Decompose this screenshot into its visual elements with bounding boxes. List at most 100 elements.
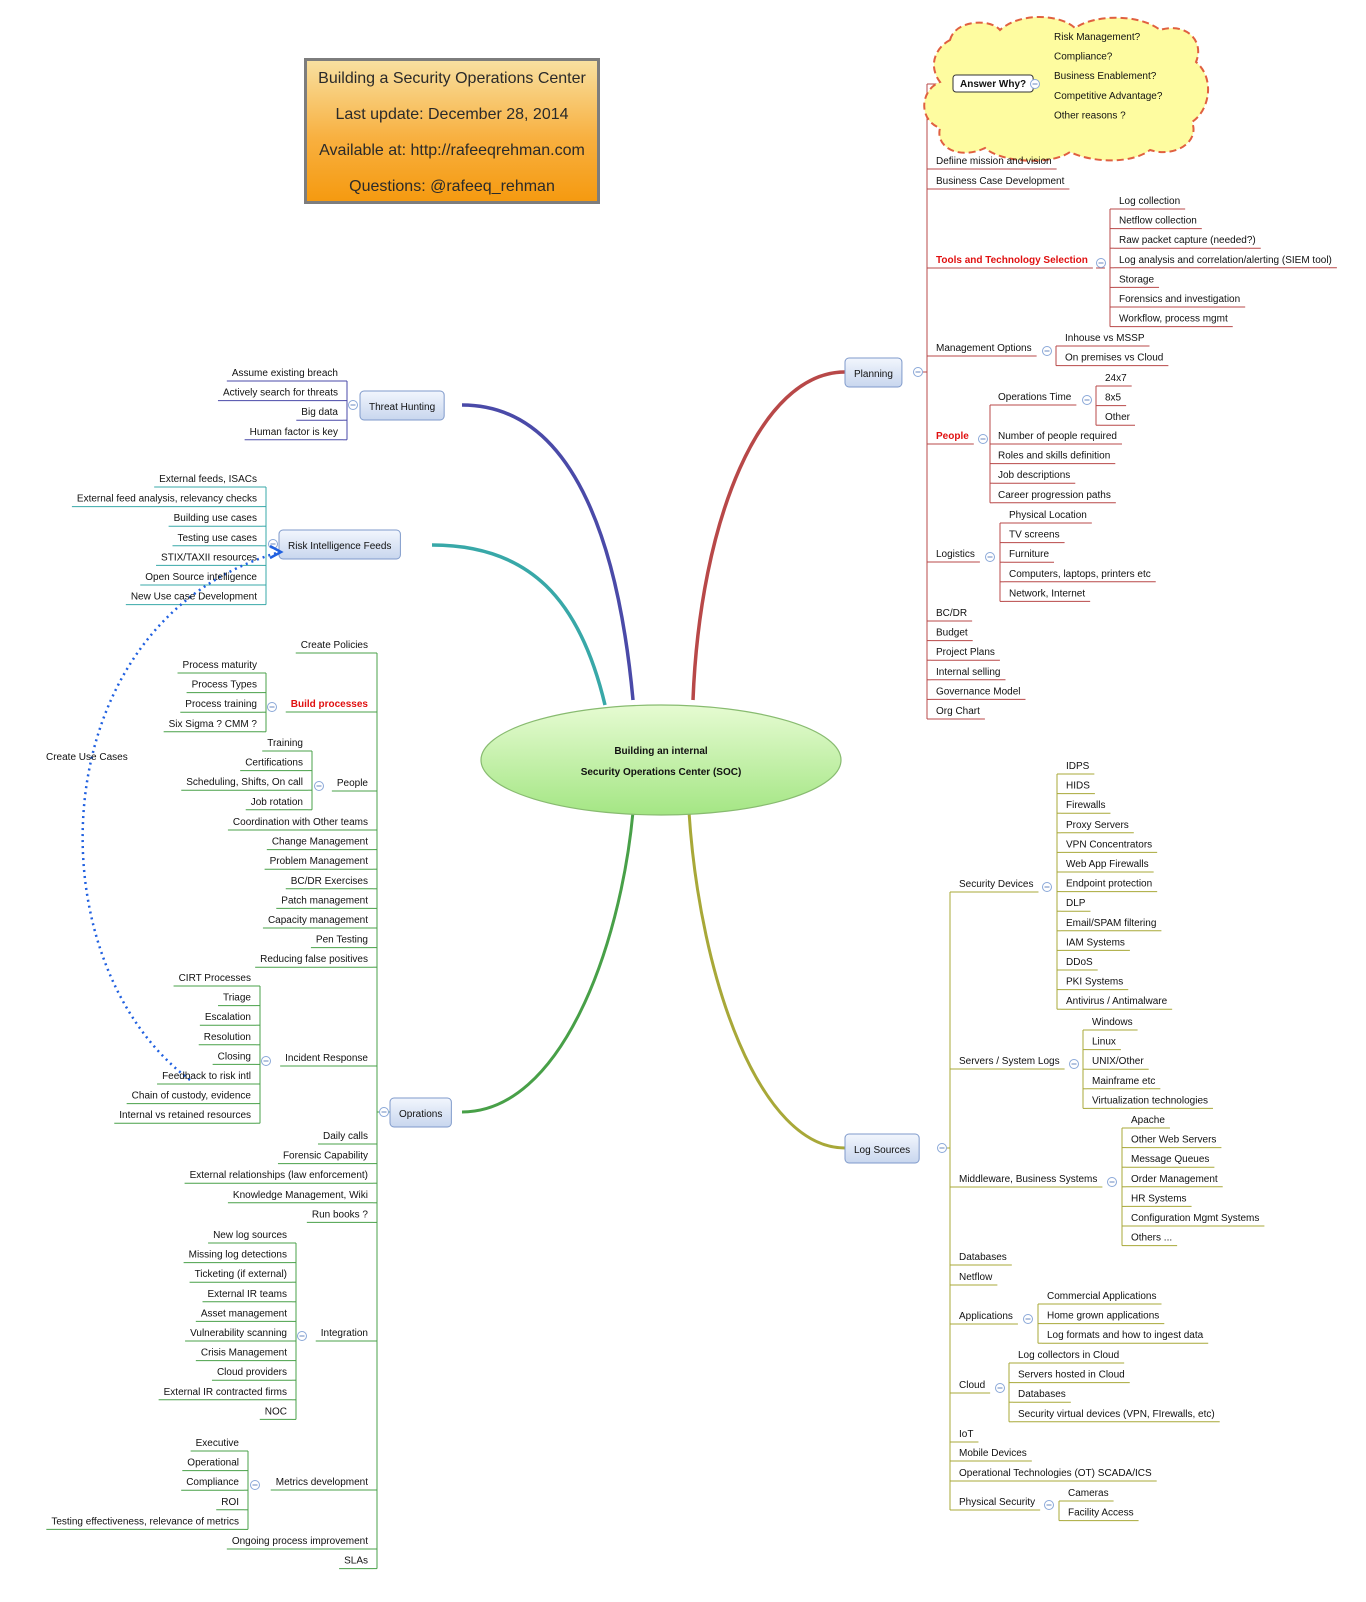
node-resolution[interactable]: Resolution bbox=[204, 1032, 251, 1043]
node-coordination-with-other-teams[interactable]: Coordination with Other teams bbox=[233, 817, 368, 828]
node-problem-management[interactable]: Problem Management bbox=[270, 856, 369, 867]
node-idps[interactable]: IDPS bbox=[1066, 761, 1090, 772]
node-compliance[interactable]: Compliance bbox=[186, 1477, 239, 1488]
node-applications[interactable]: Applications bbox=[959, 1311, 1013, 1322]
node-job-descriptions[interactable]: Job descriptions bbox=[998, 470, 1070, 481]
node-certifications[interactable]: Certifications bbox=[245, 758, 303, 769]
node-windows[interactable]: Windows bbox=[1092, 1017, 1133, 1028]
node-competitive-advantage[interactable]: Competitive Advantage? bbox=[1054, 91, 1163, 102]
node-human-factor-is-key[interactable]: Human factor is key bbox=[250, 427, 338, 438]
node-web-app-firewalls[interactable]: Web App Firewalls bbox=[1066, 859, 1149, 870]
node-unix-other[interactable]: UNIX/Other bbox=[1092, 1056, 1144, 1067]
node-log-collectors-in-cloud[interactable]: Log collectors in Cloud bbox=[1018, 1350, 1119, 1361]
node-change-management[interactable]: Change Management bbox=[272, 837, 368, 848]
node-databases[interactable]: Databases bbox=[959, 1252, 1007, 1263]
topic-risk-intel[interactable] bbox=[278, 529, 401, 560]
node-facility-access[interactable]: Facility Access bbox=[1068, 1508, 1134, 1519]
node-log-collection[interactable]: Log collection bbox=[1119, 196, 1180, 207]
node-process-training[interactable]: Process training bbox=[185, 699, 257, 710]
node-triage[interactable]: Triage bbox=[223, 993, 251, 1004]
node-building-use-cases[interactable]: Building use cases bbox=[174, 513, 257, 524]
node-linux[interactable]: Linux bbox=[1092, 1037, 1116, 1048]
node-process-maturity[interactable]: Process maturity bbox=[183, 660, 257, 671]
node-new-use-case-development[interactable]: New Use case Development bbox=[131, 592, 257, 603]
node-cameras[interactable]: Cameras bbox=[1068, 1488, 1109, 1499]
node-internal-vs-retained-resources[interactable]: Internal vs retained resources bbox=[119, 1110, 251, 1121]
node-endpoint-protection[interactable]: Endpoint protection bbox=[1066, 879, 1152, 890]
node-operations-time[interactable]: Operations Time bbox=[998, 392, 1072, 403]
node-metrics-development[interactable]: Metrics development bbox=[276, 1477, 368, 1488]
node-new-log-sources[interactable]: New log sources bbox=[213, 1230, 287, 1241]
node-patch-management[interactable]: Patch management bbox=[281, 895, 368, 906]
node-firewalls[interactable]: Firewalls bbox=[1066, 800, 1105, 811]
node-email-spam-filtering[interactable]: Email/SPAM filtering bbox=[1066, 918, 1156, 929]
node-commercial-applications[interactable]: Commercial Applications bbox=[1047, 1291, 1157, 1302]
node-daily-calls[interactable]: Daily calls bbox=[323, 1131, 368, 1142]
node-roi[interactable]: ROI bbox=[221, 1497, 239, 1508]
node-number-of-people-required[interactable]: Number of people required bbox=[998, 431, 1117, 442]
node-open-source-intelligence[interactable]: Open Source intelligence bbox=[145, 572, 257, 583]
node-compliance[interactable]: Compliance? bbox=[1054, 52, 1113, 63]
node-internal-selling[interactable]: Internal selling bbox=[936, 667, 1000, 678]
node-workflow-process-mgmt[interactable]: Workflow, process mgmt bbox=[1119, 314, 1228, 325]
node-netflow-collection[interactable]: Netflow collection bbox=[1119, 216, 1197, 227]
node-operational-technologies-ot-scada-ics[interactable]: Operational Technologies (OT) SCADA/ICS bbox=[959, 1468, 1152, 1479]
node-noc[interactable]: NOC bbox=[265, 1406, 287, 1417]
node-cloud-providers[interactable]: Cloud providers bbox=[217, 1367, 287, 1378]
node-24x7[interactable]: 24x7 bbox=[1105, 373, 1127, 384]
topic-threat-hunting[interactable] bbox=[359, 390, 445, 421]
node-tv-screens[interactable]: TV screens bbox=[1009, 530, 1060, 541]
node-mainframe-etc[interactable]: Mainframe etc bbox=[1092, 1076, 1155, 1087]
node-business-enablement[interactable]: Business Enablement? bbox=[1054, 71, 1157, 82]
node-actively-search-for-threats[interactable]: Actively search for threats bbox=[223, 388, 338, 399]
node-scheduling-shifts-on-call[interactable]: Scheduling, Shifts, On call bbox=[186, 777, 303, 788]
central-topic[interactable] bbox=[480, 704, 842, 816]
node-build-processes[interactable]: Build processes bbox=[291, 699, 369, 710]
node-capacity-management[interactable]: Capacity management bbox=[268, 915, 368, 926]
node-servers-hosted-in-cloud[interactable]: Servers hosted in Cloud bbox=[1018, 1370, 1125, 1381]
node-testing-effectiveness-relevance-of-metri[interactable]: Testing effectiveness, relevance of metr… bbox=[51, 1516, 239, 1527]
node-forensic-capability[interactable]: Forensic Capability bbox=[283, 1151, 368, 1162]
node-knowledge-management-wiki[interactable]: Knowledge Management, Wiki bbox=[233, 1190, 368, 1201]
node-six-sigma-cmm[interactable]: Six Sigma ? CMM ? bbox=[169, 719, 258, 730]
node-cloud[interactable]: Cloud bbox=[959, 1380, 985, 1391]
node-executive[interactable]: Executive bbox=[196, 1438, 240, 1449]
node-closing[interactable]: Closing bbox=[218, 1051, 251, 1062]
node-bc-dr-exercises[interactable]: BC/DR Exercises bbox=[291, 876, 368, 887]
node-forensics-and-investigation[interactable]: Forensics and investigation bbox=[1119, 294, 1240, 305]
node-reducing-false-positives[interactable]: Reducing false positives bbox=[260, 954, 368, 965]
node-job-rotation[interactable]: Job rotation bbox=[251, 797, 303, 808]
node-others[interactable]: Others ... bbox=[1131, 1233, 1172, 1244]
node-raw-packet-capture-needed[interactable]: Raw packet capture (needed?) bbox=[1119, 235, 1256, 246]
node-create-policies[interactable]: Create Policies bbox=[301, 640, 368, 651]
node-slas[interactable]: SLAs bbox=[344, 1556, 368, 1567]
node-feedback-to-risk-intl[interactable]: Feedback to risk intl bbox=[162, 1071, 251, 1082]
node-defiine-mission-and-vision[interactable]: Defiine mission and vision bbox=[936, 156, 1052, 167]
node-furniture[interactable]: Furniture bbox=[1009, 549, 1049, 560]
node-governance-model[interactable]: Governance Model bbox=[936, 686, 1021, 697]
node-cirt-processes[interactable]: CIRT Processes bbox=[179, 973, 251, 984]
node-career-progression-paths[interactable]: Career progression paths bbox=[998, 490, 1111, 501]
node-hids[interactable]: HIDS bbox=[1066, 781, 1090, 792]
node-storage[interactable]: Storage bbox=[1119, 274, 1154, 285]
node-vulnerability-scanning[interactable]: Vulnerability scanning bbox=[190, 1328, 287, 1339]
node-external-feeds-isacs[interactable]: External feeds, ISACs bbox=[159, 474, 257, 485]
topic-log-sources[interactable] bbox=[844, 1133, 920, 1164]
node-missing-log-detections[interactable]: Missing log detections bbox=[189, 1250, 287, 1261]
node-training[interactable]: Training bbox=[267, 738, 303, 749]
node-log-formats-and-how-to-ingest-data[interactable]: Log formats and how to ingest data bbox=[1047, 1330, 1204, 1341]
node-proxy-servers[interactable]: Proxy Servers bbox=[1066, 820, 1129, 831]
node-databases[interactable]: Databases bbox=[1018, 1389, 1066, 1400]
node-external-ir-teams[interactable]: External IR teams bbox=[208, 1289, 287, 1300]
node-budget[interactable]: Budget bbox=[936, 628, 968, 639]
node-escalation[interactable]: Escalation bbox=[205, 1012, 251, 1023]
node-big-data[interactable]: Big data bbox=[301, 407, 338, 418]
node-physical-location[interactable]: Physical Location bbox=[1009, 510, 1087, 521]
node-external-relationships-law-enforcement[interactable]: External relationships (law enforcement) bbox=[190, 1170, 368, 1181]
node-hr-systems[interactable]: HR Systems bbox=[1131, 1193, 1187, 1204]
node-log-analysis-and-correlation-alerting-si[interactable]: Log analysis and correlation/alerting (S… bbox=[1119, 255, 1332, 266]
node-stix-taxii-resources[interactable]: STIX/TAXII resources bbox=[161, 552, 257, 563]
node-netflow[interactable]: Netflow bbox=[959, 1272, 993, 1283]
node-tools-and-technology-selection[interactable]: Tools and Technology Selection bbox=[936, 255, 1088, 266]
node-chain-of-custody-evidence[interactable]: Chain of custody, evidence bbox=[132, 1091, 252, 1102]
